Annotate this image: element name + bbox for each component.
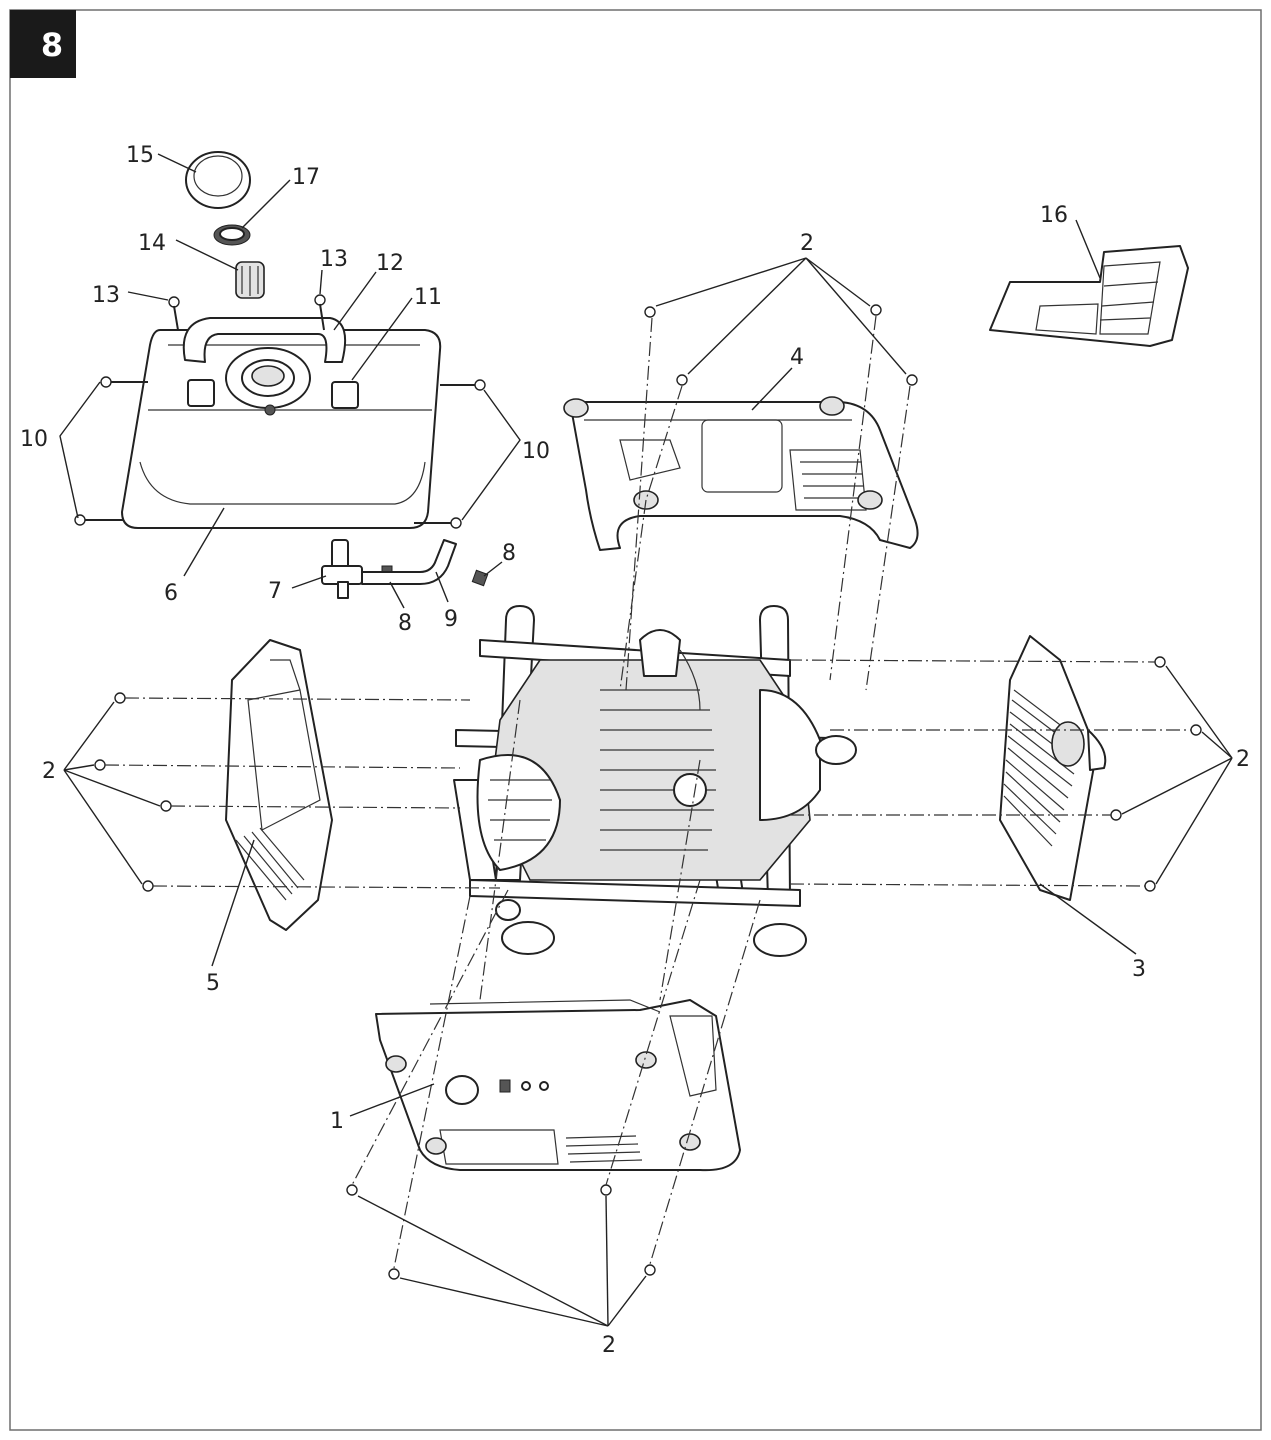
callout-5: 5 <box>206 971 220 996</box>
right-side-panel-part-3 <box>999 635 1107 901</box>
callout-8-b: 8 <box>502 541 516 566</box>
callout-15: 15 <box>126 143 154 168</box>
fuel-strainer-part-14 <box>235 261 265 299</box>
figure-number: 8 <box>41 26 63 64</box>
figure-badge: 8 <box>10 10 76 78</box>
bolts-2-left <box>94 692 172 892</box>
callout-2-bottom: 2 <box>602 1333 616 1358</box>
callout-17: 17 <box>292 165 320 190</box>
callout-2-top: 2 <box>800 231 814 256</box>
engine-frame-assembly <box>453 605 857 957</box>
callout-2-right: 2 <box>1236 747 1250 772</box>
callout-3: 3 <box>1132 957 1146 982</box>
front-control-panel-part-1 <box>375 999 741 1172</box>
left-side-panel-part-5 <box>225 639 333 931</box>
callout-10-left: 10 <box>20 427 48 452</box>
bolts-10-right <box>414 379 486 529</box>
callout-4: 4 <box>790 345 804 370</box>
top-cover-part-4 <box>563 396 919 551</box>
assembly-alignment-lines <box>104 315 1191 1269</box>
fuel-hose-part-9 <box>361 539 457 585</box>
fuel-tank-part-6 <box>121 317 442 529</box>
callout-13-right: 13 <box>320 247 348 272</box>
cap-gasket-part-17 <box>213 224 251 246</box>
callout-1: 1 <box>330 1109 344 1134</box>
fuel-cap-part-15 <box>185 151 251 209</box>
callout-2-left: 2 <box>42 759 56 784</box>
callout-11: 11 <box>414 285 442 310</box>
callout-numbers: 15 17 14 13 13 12 11 10 10 6 7 8 9 8 2 4… <box>20 143 1250 1358</box>
bolts-2-right <box>1110 656 1202 892</box>
callout-14: 14 <box>138 231 166 256</box>
callout-9: 9 <box>444 607 458 632</box>
callout-leader-lines <box>59 153 1233 1327</box>
hose-clamp-part-8-b <box>471 569 489 587</box>
callout-8-a: 8 <box>398 611 412 636</box>
callout-12: 12 <box>376 251 404 276</box>
bolt-13-left <box>168 296 180 331</box>
bolt-13-right <box>314 294 326 331</box>
callout-6: 6 <box>164 581 178 606</box>
access-panel-part-16 <box>989 245 1189 347</box>
callout-16: 16 <box>1040 203 1068 228</box>
callout-13-left: 13 <box>92 283 120 308</box>
fuel-valve-part-7 <box>321 539 363 599</box>
bolts-2-top <box>644 304 918 386</box>
page-frame <box>9 9 1262 1431</box>
bolts-10-left <box>74 376 148 526</box>
callout-10-right: 10 <box>522 439 550 464</box>
callout-7: 7 <box>268 579 282 604</box>
bolts-2-bottom <box>346 1184 656 1280</box>
